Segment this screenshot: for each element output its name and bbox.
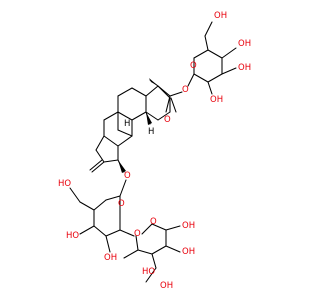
label-o-bottom-link: O (134, 229, 141, 239)
label-ho-bottom-4: HO (66, 231, 79, 241)
label-o-rhamnose-ring: O (150, 217, 157, 227)
label-oh-rhamnose-3b: OH (160, 281, 173, 291)
label-oh-bottom-3: OH (104, 253, 117, 263)
stereo-wedges (118, 78, 158, 173)
label-o-ether: O (124, 171, 131, 181)
label-o-bottom-ring: O (118, 199, 125, 209)
label-oh-top-ch2: OH (214, 11, 227, 21)
label-ho-bottom-ch2: HO (58, 179, 71, 189)
label-oh-rhamnose-2: OH (182, 221, 195, 231)
bottom-glucose-ring (69, 179, 135, 253)
label-ho-rhamnose-4: HO (142, 267, 155, 277)
label-h-upper: H (148, 127, 154, 137)
label-o-carbonyl: O (164, 115, 171, 125)
label-oh-top-2: OH (210, 95, 223, 105)
label-oh-rhamnose-3: OH (182, 247, 195, 257)
label-oh-top-4: OH (238, 39, 251, 49)
structure-diagram: OH OH OH OH O O O H H O HO O HO OH O O O… (58, 11, 251, 291)
atom-labels: OH OH OH OH O O O H H O HO O HO OH O O O… (58, 11, 251, 291)
top-glucose-ring (187, 21, 237, 95)
label-o-ester-link: O (182, 85, 189, 95)
label-h-lower: H (124, 119, 130, 129)
label-oh-top-3: OH (238, 63, 251, 73)
label-o-top-ring: O (190, 61, 197, 71)
rhamnose-ring (123, 223, 181, 283)
